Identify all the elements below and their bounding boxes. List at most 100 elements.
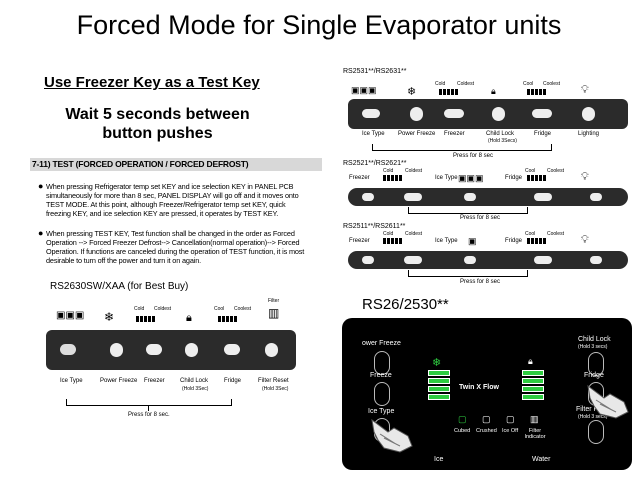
- child-lock-hold-label: (Hold 3 secs): [578, 344, 608, 350]
- label-fridge: Fridge: [224, 378, 242, 384]
- label-coldest: Coldest: [405, 231, 422, 237]
- label-cool: Cool: [525, 168, 536, 174]
- panel2: [348, 188, 628, 206]
- lightbulb-icon: 💡︎: [581, 84, 589, 96]
- manual-button-labels: Ice Type Power Freeze Freezer Child Lock…: [46, 378, 296, 398]
- panel2-press-bracket: [408, 207, 528, 214]
- label-filter: Filter: [268, 298, 280, 304]
- fridge-bars: [527, 238, 546, 244]
- snowflake-icon: ❄: [407, 86, 417, 98]
- lighting-button[interactable]: [590, 256, 602, 264]
- panel2-press-label: Press for 8 sec: [460, 215, 501, 221]
- power-freeze-button[interactable]: [110, 343, 123, 357]
- crushed-label: Crushed: [476, 428, 497, 434]
- fridge-bars: [527, 89, 546, 95]
- filter-reset-button[interactable]: [588, 420, 604, 444]
- panel3-labels: Freezer Ice Type ▣ Fridge 💡︎: [343, 234, 628, 249]
- lightbulb-icon: 💡︎: [581, 234, 589, 246]
- fridge-led-4: [522, 394, 544, 400]
- ice-type-button[interactable]: [464, 256, 476, 264]
- panel2-labels: Freezer Ice Type ▣▣▣ Fridge 💡︎: [343, 171, 628, 186]
- label-coldest: Coldest: [405, 168, 422, 174]
- filter-reset-label: Filter Re: [576, 406, 603, 413]
- fridge-button[interactable]: [224, 344, 240, 355]
- label-cool: Cool: [523, 81, 534, 87]
- lighting-button[interactable]: [590, 193, 602, 201]
- freezer-level-button[interactable]: [404, 256, 422, 264]
- snowflake-icon: ❄: [104, 310, 115, 324]
- fridge-label: Fridge: [584, 372, 604, 379]
- subtitle-wait: Wait 5 seconds between button pushes: [65, 106, 250, 142]
- label-ice-type: Ice Type: [435, 175, 458, 181]
- freezer-button[interactable]: [146, 344, 162, 355]
- twin-flow-logo: Twin X Flow: [459, 384, 499, 391]
- lock-icon: 🔒︎: [491, 86, 496, 96]
- panel3-top: Cold Coldest Cool Coolest: [343, 231, 628, 245]
- label-lighting: Lighting: [578, 131, 600, 137]
- power-freeze-label: ower Freeze: [362, 340, 401, 347]
- freezer-led-4: [428, 394, 450, 400]
- label-coolest: Coolest: [543, 81, 560, 87]
- freezer-led-2: [428, 378, 450, 384]
- label-child-lock: Child Lock: [180, 378, 209, 384]
- freezer-led-3: [428, 386, 450, 392]
- freeze-button[interactable]: [374, 382, 390, 406]
- filter-reset-hold-label: (Hold 3 secs): [578, 414, 608, 420]
- label-coolest: Coolest: [234, 306, 251, 312]
- filter-reset-button[interactable]: [265, 343, 278, 357]
- ice-type-button[interactable]: [362, 109, 380, 118]
- ice-type-icon: ▣▣▣: [56, 310, 85, 321]
- power-freeze-button[interactable]: [410, 107, 423, 121]
- ice-label: Ice: [434, 456, 444, 463]
- filter-indicator-icon: ▥: [530, 414, 539, 424]
- label-child-lock: Child Lock: [486, 131, 515, 137]
- power-freeze-button[interactable]: [374, 351, 390, 375]
- label-cool: Cool: [525, 231, 536, 237]
- lock-icon: 🔒︎: [186, 312, 192, 324]
- ice-type-button[interactable]: [464, 193, 476, 201]
- lighting-button[interactable]: [582, 107, 595, 121]
- pointing-hand-icon: [371, 418, 413, 453]
- water-label: Water: [532, 456, 551, 463]
- panel2-top: Cold Coldest Cool Coolest: [343, 168, 628, 182]
- panel1-icons: ▣▣▣ ❄ Cold Coldest 🔒︎ Cool Coolest 💡︎: [343, 78, 628, 98]
- freezer-button[interactable]: [362, 256, 374, 264]
- freezer-button[interactable]: [362, 193, 374, 201]
- label-ice-type: Ice Type: [435, 238, 458, 244]
- label-freezer: Freezer: [144, 378, 165, 384]
- fridge-led-1: [522, 370, 544, 376]
- manual-press-connector: [148, 405, 149, 411]
- panel1-press-bracket: [372, 144, 552, 151]
- subtitle-test-key: Use Freezer Key as a Test Key: [44, 74, 260, 91]
- fridge-bars: [218, 316, 237, 322]
- panel3-press-bracket: [408, 270, 528, 277]
- freezer-bars: [136, 316, 155, 322]
- freeze-label: Freeze: [370, 372, 392, 379]
- child-lock-button[interactable]: [185, 343, 198, 357]
- manual-bullet-1: ● When pressing Refrigerator temp set KE…: [38, 182, 308, 219]
- fridge-button[interactable]: [534, 193, 552, 201]
- label-freezer: Freezer: [349, 175, 370, 181]
- child-lock-button[interactable]: [492, 107, 505, 121]
- freezer-button[interactable]: [444, 109, 464, 118]
- cubed-label: Cubed: [454, 428, 471, 434]
- fridge-led-3: [522, 386, 544, 392]
- freezer-level-button[interactable]: [404, 193, 422, 201]
- lock-icon: 🔒︎: [528, 356, 533, 366]
- label-fridge: Fridge: [505, 175, 523, 181]
- panel2-model: RS2521**/RS2621**: [343, 160, 407, 167]
- ice-type-icon: ▣▣▣: [458, 173, 484, 183]
- panel3: [348, 251, 628, 269]
- child-lock-button[interactable]: [588, 352, 604, 376]
- ice-type-button[interactable]: [60, 344, 76, 355]
- label-filter-reset: Filter Reset: [258, 378, 289, 384]
- freezer-led-1: [428, 370, 450, 376]
- fridge-button[interactable]: [532, 109, 552, 118]
- label-fridge: Fridge: [505, 238, 523, 244]
- panel1: [348, 99, 628, 129]
- fridge-button[interactable]: [534, 256, 552, 264]
- panel4-model: RS26/2530**: [362, 296, 449, 313]
- bullet-dot: ●: [38, 181, 44, 191]
- crushed-icon: ▢: [482, 414, 491, 424]
- manual-section-header: 7-11) TEST (FORCED OPERATION / FORCED DE…: [30, 158, 322, 171]
